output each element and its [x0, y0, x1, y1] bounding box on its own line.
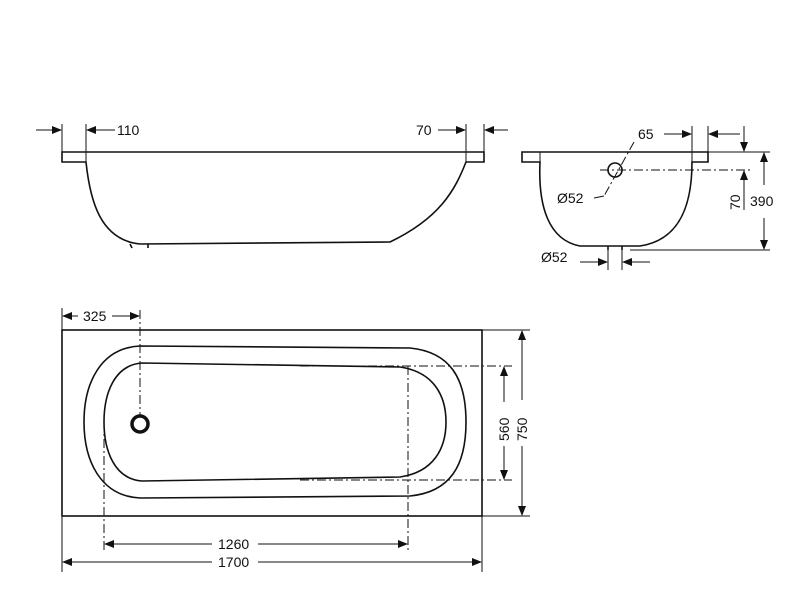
overflow-leader [593, 195, 605, 199]
top-view: 325 560 750 1260 1700 [61, 308, 530, 572]
dim-label-overflow-diameter: Ø52 [557, 190, 584, 206]
top-view-basin-outer [83, 345, 467, 499]
dim-label-1700: 1700 [218, 554, 249, 570]
dim-label-560: 560 [496, 417, 512, 441]
end-view: Ø52 65 70 390 Ø52 [521, 126, 774, 270]
dim-label-70-side: 70 [416, 122, 432, 138]
dim-label-750: 750 [514, 417, 530, 441]
end-view-outline [521, 151, 709, 247]
dim-label-drain-diameter: Ø52 [541, 249, 568, 265]
side-view-foot-left [129, 243, 133, 249]
top-view-outer-rim [61, 329, 483, 517]
top-view-basin-inner [103, 362, 447, 482]
dim-label-390: 390 [750, 193, 774, 209]
side-view: 110 70 [36, 122, 508, 249]
side-view-outline [61, 151, 485, 245]
overflow-leader-dashed [603, 141, 635, 197]
drain-hole-icon [130, 414, 150, 434]
dim-label-1260: 1260 [218, 536, 249, 552]
dim-label-110: 110 [117, 122, 140, 138]
dim-label-70-end: 70 [727, 194, 743, 210]
dim-label-325: 325 [83, 308, 107, 324]
dim-label-65: 65 [638, 126, 654, 142]
